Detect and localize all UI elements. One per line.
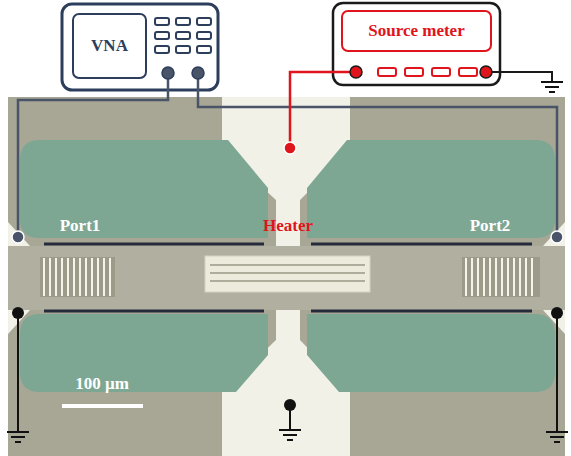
heater-label: Heater <box>263 216 313 236</box>
instrument-display: Source meter <box>341 10 492 52</box>
instrument-name: Source meter <box>364 21 468 41</box>
port-label: Port1 <box>60 216 101 236</box>
instrument-name: VNA <box>87 36 132 56</box>
scale-label: 100 µm <box>75 374 129 394</box>
port-label: Port2 <box>470 216 511 236</box>
instrument-screen: VNA <box>72 13 147 79</box>
